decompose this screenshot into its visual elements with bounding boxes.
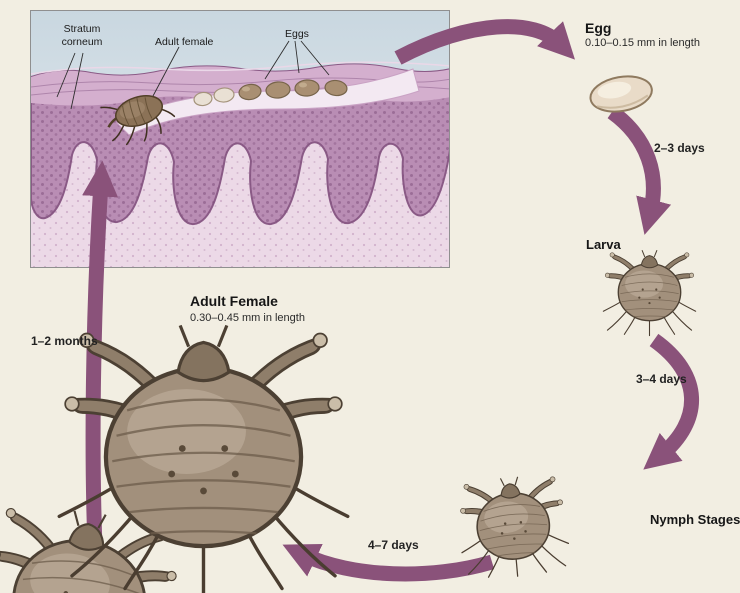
larva-stage-title: Larva (586, 237, 621, 252)
duration-nymph-to-adult: 4–7 days (368, 538, 419, 552)
egg-stage-size: 0.10–0.15 mm in length (585, 37, 700, 49)
arrow-egg-to-larva (607, 105, 672, 235)
adult-female-illustration (55, 300, 352, 593)
arrow-larva-to-nymph (643, 333, 700, 470)
nymph-stage-title: Nymph Stages (650, 512, 740, 527)
adult-stage-title: Adult Female (190, 293, 278, 309)
egg-illustration (589, 75, 653, 113)
adult-stage-size: 0.30–0.45 mm in length (190, 312, 305, 324)
duration-egg-to-larva: 2–3 days (654, 141, 705, 155)
egg-stage-title: Egg (585, 20, 612, 36)
skin-illustration (31, 11, 449, 267)
inset-leader-lines (56, 40, 330, 110)
nymph-illustration (455, 472, 572, 582)
inset-adult-female-label: Adult female (155, 36, 214, 48)
stratum-corneum-label: Stratum corneum (61, 23, 103, 48)
larva-illustration (602, 249, 697, 337)
duration-larva-to-nymph: 3–4 days (636, 372, 687, 386)
burrowing-mite-illustration (100, 95, 176, 146)
duration-adult-to-egg: 1–2 months (31, 334, 98, 348)
skin-inset-panel: Stratum corneum Adult female Eggs (30, 10, 450, 268)
inset-eggs-label: Eggs (285, 28, 309, 40)
eggs-in-burrow (193, 79, 348, 107)
